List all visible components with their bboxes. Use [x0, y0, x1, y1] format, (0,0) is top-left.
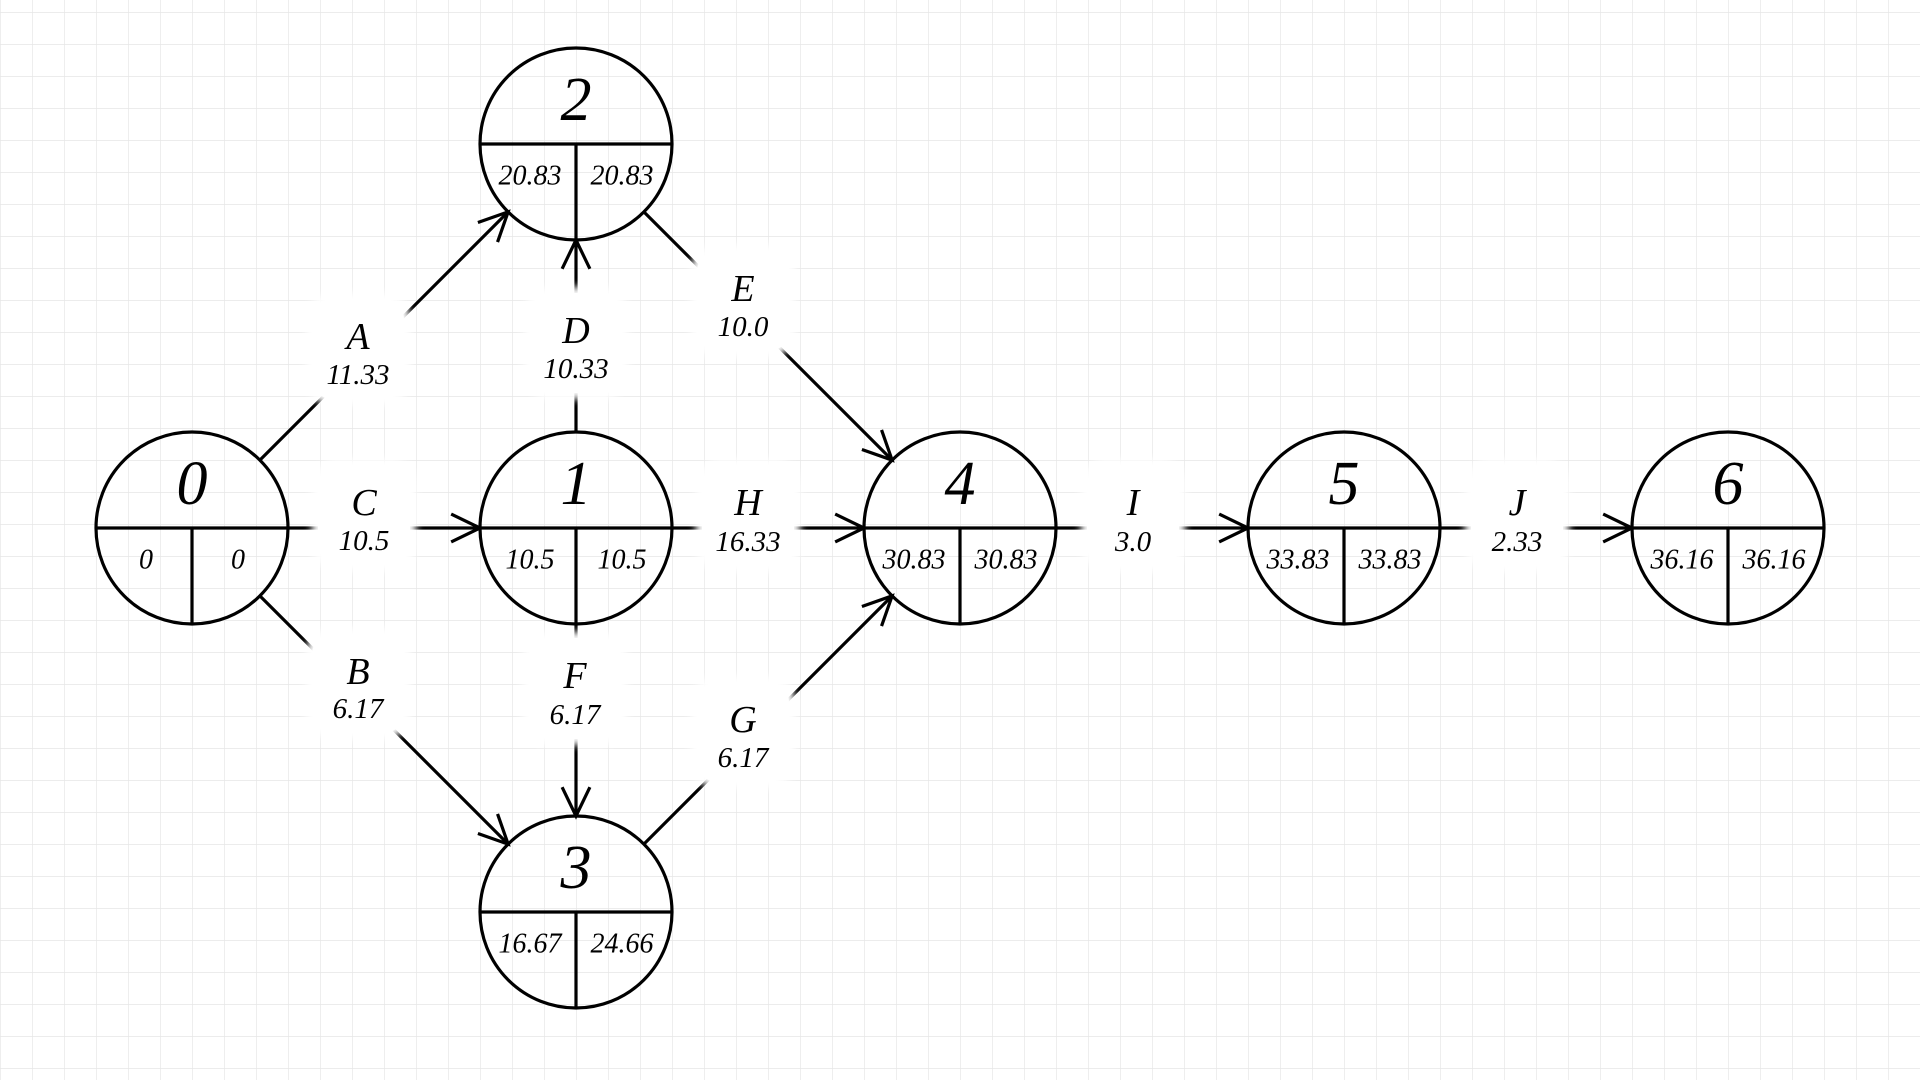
earliest-time: 33.83 — [1266, 545, 1330, 576]
edge-label-background-core — [318, 465, 410, 565]
edge-label-background-core — [697, 682, 789, 782]
latest-time: 30.83 — [974, 545, 1038, 576]
edge-label-F: F6.17 — [523, 632, 627, 745]
node-4: 4 30.83 30.83 — [862, 430, 1058, 626]
node-number: 0 — [177, 450, 208, 518]
node-number: 3 — [560, 834, 592, 902]
edge-label-background-core — [530, 293, 622, 393]
activity-duration: 10.33 — [543, 353, 608, 385]
edge-label-C: C10.5 — [312, 459, 416, 571]
activity-name: E — [730, 268, 754, 310]
activity-duration: 3.0 — [1114, 526, 1152, 558]
node-number: 5 — [1329, 450, 1360, 518]
edge-label-background-core — [529, 638, 621, 739]
earliest-time: 20.83 — [499, 161, 562, 192]
latest-time: 0 — [231, 545, 245, 576]
node-number: 2 — [561, 66, 592, 134]
activity-name: F — [562, 655, 587, 697]
activity-duration: 2.33 — [1492, 526, 1543, 558]
latest-time: 33.83 — [1358, 545, 1422, 576]
earliest-time: 0 — [139, 545, 153, 576]
latest-time: 20.83 — [591, 161, 654, 192]
activity-name: H — [733, 482, 764, 524]
edge-label-A: A11.33 — [306, 293, 410, 405]
edge-label-background-core — [702, 465, 794, 566]
earliest-time: 36.16 — [1650, 545, 1714, 576]
earliest-time: 30.83 — [882, 545, 946, 576]
node-number: 4 — [945, 450, 976, 518]
earliest-time: 10.5 — [506, 545, 555, 576]
node-5: 5 33.83 33.83 — [1246, 430, 1442, 626]
edge-label-E: E10.0 — [691, 245, 795, 357]
edge-label-background-core — [312, 634, 404, 733]
edge-label-background-core — [1087, 465, 1179, 566]
activity-duration: 6.17 — [550, 699, 602, 731]
activity-name: G — [729, 699, 756, 741]
activity-duration: 6.17 — [718, 742, 770, 774]
edge-label-G: G6.17 — [691, 676, 795, 788]
edge-label-H: H16.33 — [696, 459, 800, 572]
activity-duration: 16.33 — [715, 526, 780, 558]
latest-time: 36.16 — [1742, 545, 1806, 576]
node-number: 1 — [561, 450, 592, 518]
node-6: 6 36.16 36.16 — [1630, 430, 1826, 626]
activity-name: A — [343, 316, 370, 358]
activity-duration: 10.0 — [718, 311, 769, 343]
latest-time: 10.5 — [598, 545, 647, 576]
activity-name: D — [561, 310, 589, 352]
edge-label-background-core — [312, 299, 404, 399]
activity-duration: 10.5 — [339, 525, 390, 557]
activity-duration: 6.17 — [333, 693, 385, 725]
edge-label-J: J2.33 — [1465, 459, 1569, 572]
edge-label-B: B6.17 — [306, 628, 410, 739]
activity-duration: 11.33 — [326, 359, 389, 391]
edge-label-I: I3.0 — [1081, 459, 1185, 572]
node-number: 6 — [1713, 450, 1744, 518]
activity-name: B — [346, 651, 369, 693]
activity-name: C — [351, 482, 377, 524]
node-2: 2 20.83 20.83 — [478, 46, 674, 242]
edge-label-background-core — [1471, 465, 1563, 566]
node-1: 110.5 10.5 — [478, 430, 674, 626]
activity-name: I — [1126, 482, 1142, 524]
earliest-time: 16.67 — [499, 929, 563, 960]
edge-label-background-core — [697, 251, 789, 351]
node-3: 3 16.67 24.66 — [478, 814, 674, 1010]
edge-label-D: D10.33 — [524, 287, 628, 399]
activity-name: J — [1509, 482, 1528, 524]
latest-time: 24.66 — [591, 929, 654, 960]
